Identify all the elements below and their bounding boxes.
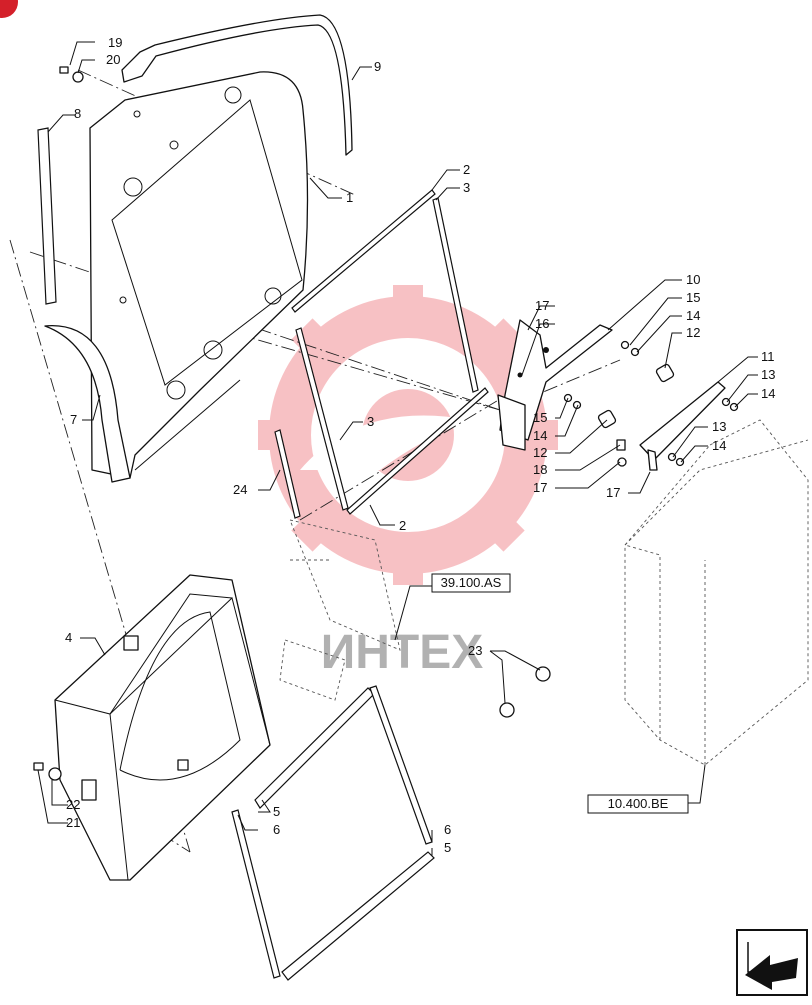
callout-17-right: 17 bbox=[606, 485, 620, 500]
callout-23: 23 bbox=[468, 643, 482, 658]
callout-14-far: 14 bbox=[761, 386, 775, 401]
callout-14-mid: 14 bbox=[712, 438, 726, 453]
callout-18: 18 bbox=[533, 462, 547, 477]
callout-12-left: 12 bbox=[533, 445, 547, 460]
callout-17-left: 17 bbox=[533, 480, 547, 495]
callout-6-right: 6 bbox=[444, 822, 451, 837]
radiator-10-400-be bbox=[624, 419, 809, 766]
callout-13-mid: 13 bbox=[712, 419, 726, 434]
callout-16: 16 bbox=[535, 316, 549, 331]
callout-5-right: 5 bbox=[444, 840, 451, 855]
callout-21: 21 bbox=[66, 815, 80, 830]
corner-badge bbox=[0, 0, 18, 18]
callout-17-top: 17 bbox=[535, 298, 549, 313]
part-5-6-seal-strips bbox=[231, 685, 435, 981]
callout-15-left: 15 bbox=[533, 410, 547, 425]
part-11-bracket bbox=[639, 381, 726, 471]
leader-lines bbox=[37, 41, 758, 856]
callout-14-right: 14 bbox=[686, 308, 700, 323]
part-23-nuts bbox=[499, 666, 551, 718]
callout-11: 11 bbox=[761, 349, 775, 364]
callout-10: 10 bbox=[686, 272, 700, 287]
callout-5-left: 5 bbox=[273, 804, 280, 819]
reference-label-39-100-as[interactable]: 39.100.AS bbox=[441, 575, 502, 590]
watermark-gear-tooth bbox=[291, 502, 341, 552]
callout-2-top: 2 bbox=[463, 162, 470, 177]
callout-19: 19 bbox=[108, 35, 122, 50]
callout-24: 24 bbox=[233, 482, 247, 497]
part-7-curved-trim bbox=[44, 325, 131, 483]
watermark-gear-tooth bbox=[393, 285, 423, 325]
callout-2-mid: 2 bbox=[399, 518, 406, 533]
back-arrow-icon[interactable] bbox=[736, 929, 808, 996]
watermark-gear-tooth bbox=[475, 318, 525, 368]
callout-22: 22 bbox=[66, 797, 80, 812]
callout-8: 8 bbox=[74, 106, 81, 121]
part-1-side-panel bbox=[89, 71, 309, 479]
part-10-bracket bbox=[497, 319, 613, 451]
part-2-3-seal-strips bbox=[274, 189, 489, 519]
callout-4: 4 bbox=[65, 630, 72, 645]
callout-14-left: 14 bbox=[533, 428, 547, 443]
fastener-19-20 bbox=[59, 66, 84, 83]
corner-badge-circle bbox=[0, 0, 18, 18]
part-4-fan-shroud bbox=[54, 574, 271, 881]
callout-3-top: 3 bbox=[463, 180, 470, 195]
watermark-gear-tooth bbox=[291, 318, 341, 368]
callout-15-right: 15 bbox=[686, 290, 700, 305]
part-9-curved-seal bbox=[121, 14, 353, 156]
reference-box-39-100-as[interactable]: 39.100.AS bbox=[431, 573, 511, 593]
callout-1: 1 bbox=[346, 190, 353, 205]
watermark-text: ИНТЕХ bbox=[321, 626, 484, 679]
reference-label-10-400-be[interactable]: 10.400.BE bbox=[608, 796, 669, 811]
ghost-bracket-39-100-as bbox=[279, 519, 401, 701]
callout-9: 9 bbox=[374, 59, 381, 74]
callout-13-top: 13 bbox=[761, 367, 775, 382]
callout-20: 20 bbox=[106, 52, 120, 67]
callout-labels: 19 20 8 9 1 2 3 3 2 24 7 4 10 15 14 12 1… bbox=[65, 35, 775, 855]
watermark-gear-tooth bbox=[393, 545, 423, 585]
callout-7: 7 bbox=[70, 412, 77, 427]
callout-12-right: 12 bbox=[686, 325, 700, 340]
callout-3-mid: 3 bbox=[367, 414, 374, 429]
part-8-vertical-strip bbox=[37, 127, 57, 305]
hardware-12-18 bbox=[563, 340, 739, 467]
watermark-gear-tooth bbox=[475, 502, 525, 552]
callout-6-left: 6 bbox=[273, 822, 280, 837]
reference-box-10-400-be[interactable]: 10.400.BE bbox=[587, 794, 689, 814]
